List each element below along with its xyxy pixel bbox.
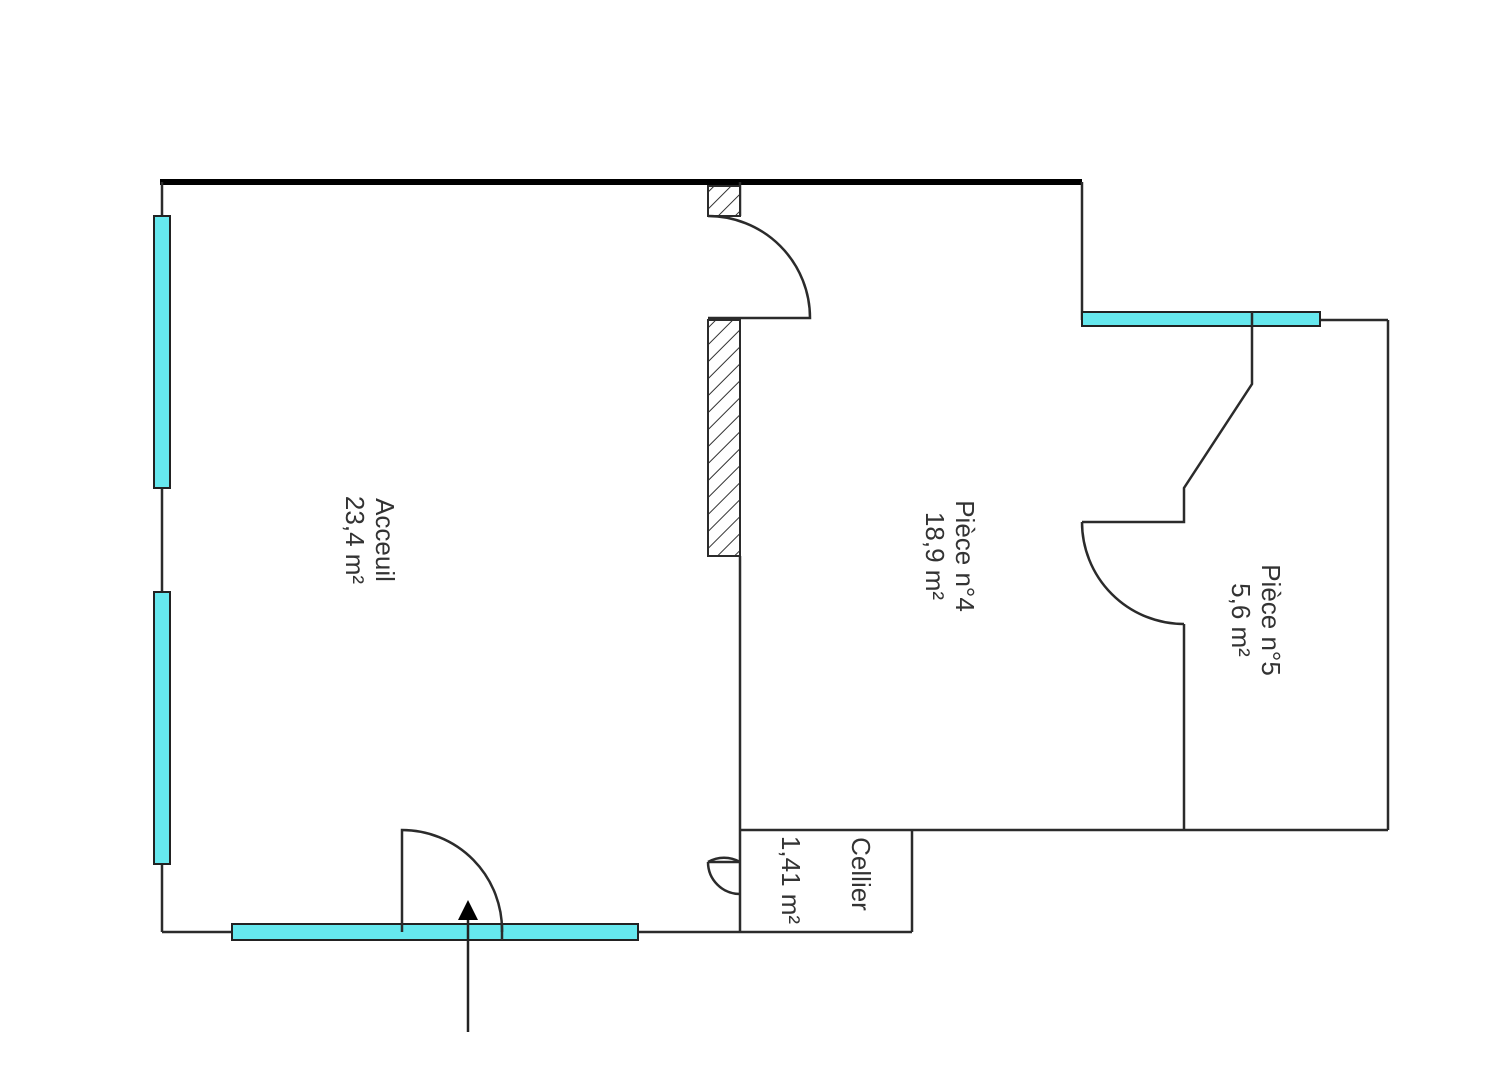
room-piece4-area: 18,9 m² — [920, 512, 950, 600]
window-north-piece5 — [1081, 311, 1321, 327]
room-acceuil-name: Acceuil — [370, 498, 400, 582]
window-west-upper — [153, 215, 171, 489]
room-acceuil-area: 23,4 m² — [340, 496, 370, 584]
partition-hatched-lower — [707, 319, 741, 557]
room-piece4-name: Pièce n°4 — [950, 500, 980, 612]
room-piece5-name: Pièce n°5 — [1256, 564, 1286, 676]
room-cellier-area: 1,41 m² — [776, 836, 806, 924]
window-south — [231, 923, 639, 941]
partition-piece4-piece5-upper — [1082, 320, 1254, 524]
door-piece4-piece5 — [1080, 521, 1185, 626]
room-cellier-name: Cellier — [846, 837, 876, 911]
partition-hatched-upper — [707, 185, 741, 217]
door-acceuil-piece4 — [707, 214, 812, 320]
room-piece5-area: 5,6 m² — [1226, 583, 1256, 657]
entrance-arrow-icon — [458, 900, 478, 1032]
window-west-lower — [153, 591, 171, 865]
entrance-door — [400, 828, 504, 933]
